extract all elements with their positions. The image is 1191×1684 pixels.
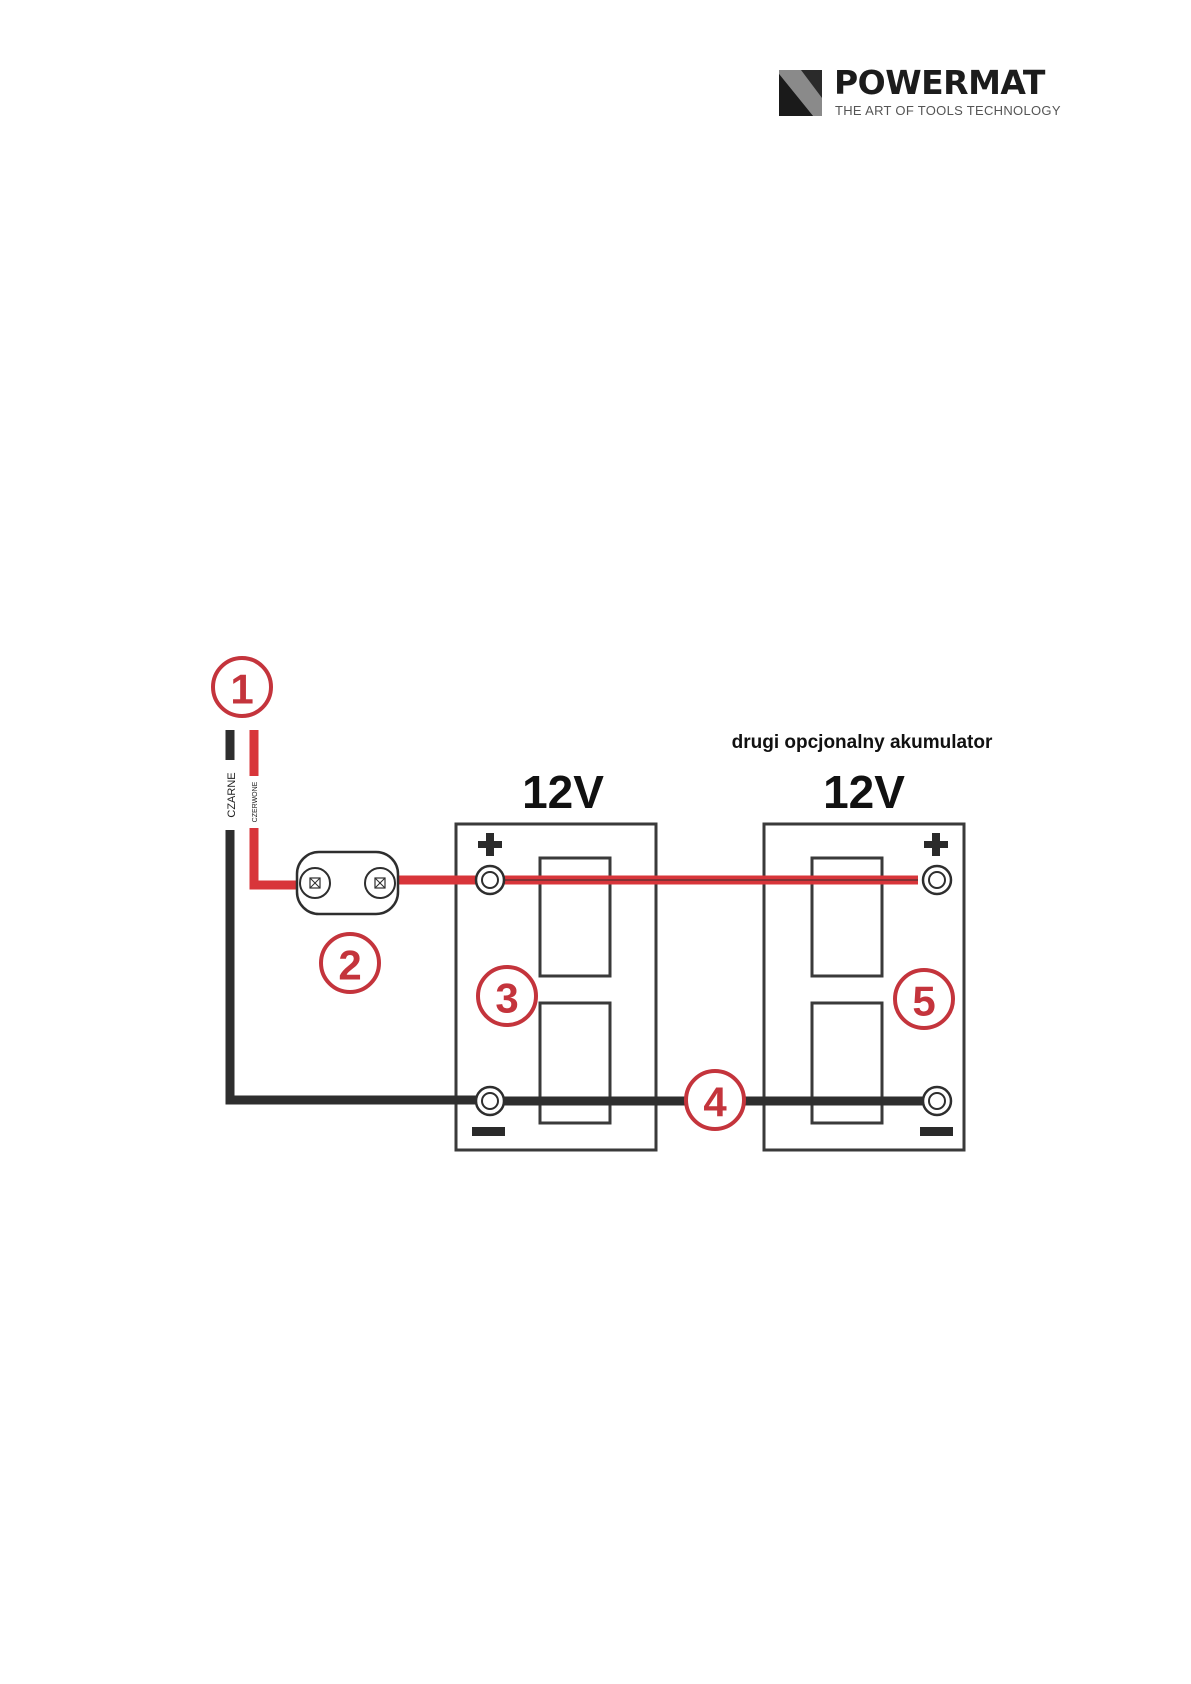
terminal-battery-2-negative <box>923 1087 951 1115</box>
battery-1-voltage: 12V <box>522 766 604 818</box>
terminal-battery-1-negative <box>476 1087 504 1115</box>
battery-1-plus-icon <box>478 833 502 856</box>
callout-4: 4 <box>686 1071 744 1129</box>
red-wire-label: CZERWONE <box>252 781 259 822</box>
callout-2-number: 2 <box>338 942 361 989</box>
battery-2: 12V drugi opcjonalny akumulator <box>732 732 993 1150</box>
callout-3-number: 3 <box>495 975 518 1022</box>
terminal-battery-1-positive <box>476 866 504 894</box>
callout-5: 5 <box>895 970 953 1028</box>
callout-3: 3 <box>478 967 536 1025</box>
battery-1-minus-icon <box>472 1127 505 1136</box>
callout-4-number: 4 <box>703 1079 727 1126</box>
callout-1-number: 1 <box>230 666 253 713</box>
callout-2: 2 <box>321 934 379 992</box>
battery-2-voltage: 12V <box>823 766 905 818</box>
terminal-battery-2-positive <box>923 866 951 894</box>
callout-5-number: 5 <box>912 978 935 1025</box>
callout-1: 1 <box>213 658 271 716</box>
black-wire-label: CZARNE <box>226 772 238 817</box>
battery-2-minus-icon <box>920 1127 953 1136</box>
optional-battery-label: drugi opcjonalny akumulator <box>732 732 993 753</box>
battery-2-plus-icon <box>924 833 948 856</box>
fuse-holder <box>297 852 398 914</box>
